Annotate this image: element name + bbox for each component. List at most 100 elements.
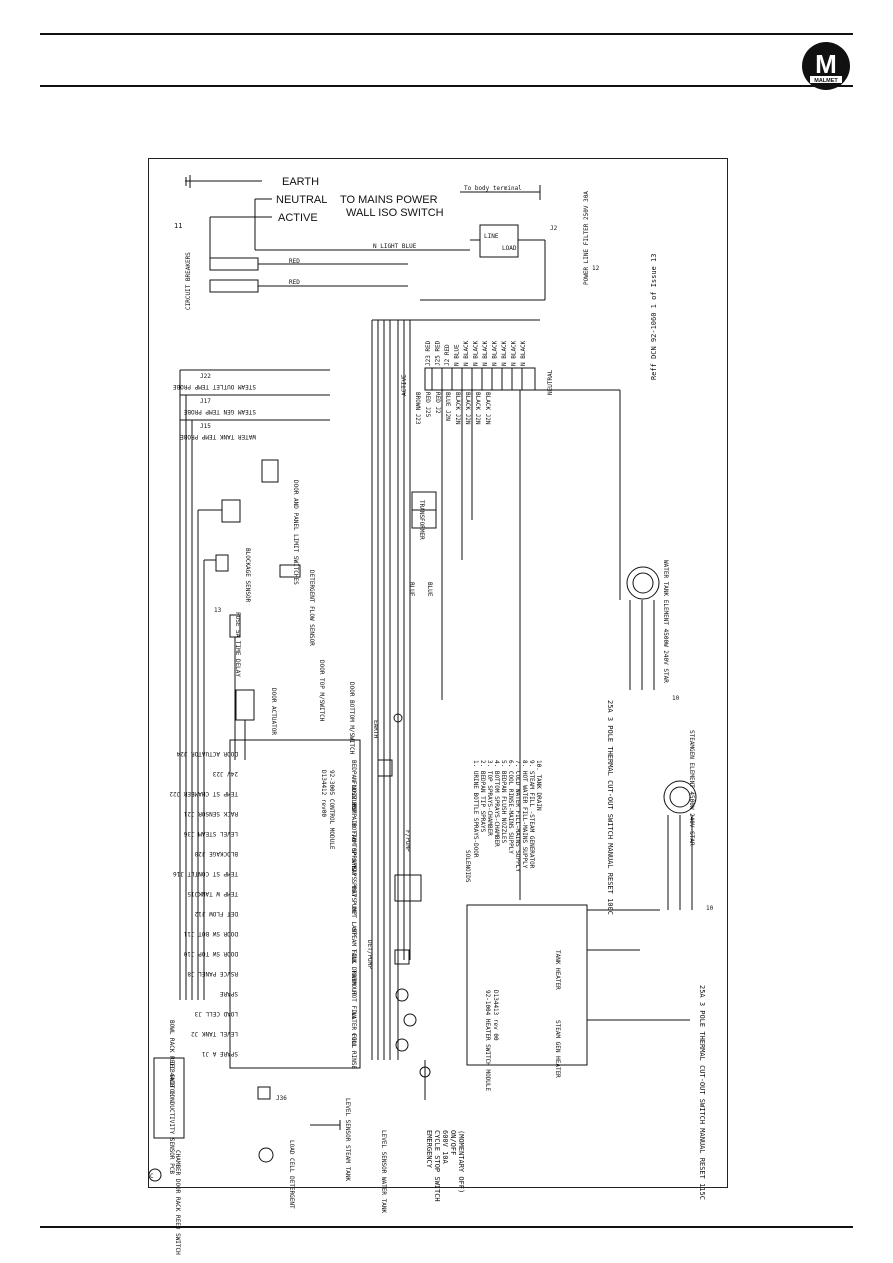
terminal-wire-label: N BLACK [501, 340, 508, 366]
mains-note-2: WALL ISO SWITCH [346, 207, 444, 219]
cutout-tank-label: 25A 3 POLE THERMAL CUT-OUT SWITCH MANUAL… [606, 700, 614, 915]
breaker-red-2: RED [289, 279, 300, 286]
terminal-wire-label: N BLACK [473, 340, 480, 366]
blue-wire-1: BLUE [408, 582, 415, 597]
breakers-label: CIRCUIT BREAKERS [185, 252, 192, 310]
probe-steam-gen: STEAM GEN TEMP PROBE [183, 408, 256, 415]
solenoid-item: 7. COLD WATER FILL-MAINS SUPPLY [514, 760, 521, 872]
header-bottom-rule [40, 85, 853, 87]
solenoid-item: 8. HOT WATER FILL-MAINS SUPPLY [521, 760, 528, 869]
probe-j17: J17 [200, 398, 211, 405]
module-terminal-label: DET FLOW J12 [194, 910, 238, 917]
probe-water-tank: WATER TANK TEMP PROBE [180, 433, 256, 440]
f-pump-label: F/PUMP [404, 830, 411, 852]
j36-label: J36 [276, 1095, 287, 1102]
level-water-label: LEVEL SENSOR WATER TANK [380, 1130, 387, 1213]
terminal-wire-label: N BLUE [454, 344, 461, 366]
load-cell-label: LOAD CELL DETERGENT [288, 1140, 295, 1209]
svg-text:ON/OFF: ON/OFF [449, 1130, 457, 1155]
module-terminal-label: SPARE A J1 [201, 1050, 238, 1057]
terminal-wire-label: J2 RED [444, 344, 451, 366]
malmet-logo: M MALMET [802, 42, 850, 90]
detergent-flow-label: DETERGENT FLOW SENSOR [308, 570, 315, 646]
terminal-wire-label: N BLACK [482, 340, 489, 366]
ref-13: 13 [214, 607, 222, 614]
module-terminal-label: LEVEL TANK J2 [191, 1030, 238, 1037]
terminal-wire-label: J23 RED [425, 340, 432, 366]
footer-rule [40, 1226, 853, 1228]
module-terminal-label: 24V J23 [212, 770, 238, 777]
filter-title: POWER LINE FILTER 250V 30A [583, 191, 590, 285]
module-terminal-label: TEMP ST CONTLT J16 [173, 870, 238, 877]
terminal-wire-label: N BLACK [492, 340, 499, 366]
det-pump-label: DET/PUMP [366, 940, 373, 969]
earth-label: EARTH [282, 176, 319, 188]
solenoid-item: 5. BEDPAN FLUSH NOZZLES [500, 760, 507, 843]
breaker-red-1: RED [289, 258, 300, 265]
level-steam-label: LEVEL SENSOR STEAM TANK [344, 1098, 351, 1181]
svg-text:EMERGENCY: EMERGENCY [425, 1130, 433, 1169]
module-output-label: TOP SPRAYS [350, 844, 357, 881]
module-output-label: STEAM FILL [350, 928, 357, 965]
module-output-label: DET LAMP [350, 907, 357, 936]
module-terminal-label: SPARE [220, 990, 238, 997]
solenoid-item: 4. BOTTOM SPRAYS-CHAMBER [493, 760, 500, 847]
module-output-label: COOL RINSE [350, 1033, 357, 1070]
terminal-wire-label: J25 RED [435, 340, 442, 366]
module-terminal-label: TEMP W TANKJ15 [187, 890, 238, 897]
to-body-label: To body terminal [464, 185, 522, 192]
transformer-label: TRANSFORMER [418, 500, 425, 540]
terminal-active: ACTIVE [401, 374, 408, 396]
solenoid-legend: SOLENOIDS 1. URINE BOTTLE SPRAYS-DOOR 2.… [464, 760, 542, 883]
terminal-wire-label: N BLACK [511, 340, 518, 366]
door-actuator-label: DOOR ACTUATOR [270, 688, 277, 735]
ref-11: 11 [174, 222, 182, 230]
n-light-blue-label: N LIGHT BLUE [373, 243, 417, 250]
fuse-label: FUSE 5A TIME DELAY [234, 612, 241, 677]
ref-10a: 10 [672, 695, 680, 702]
solenoid-item: 6. COOL RINSE-MAINS SUPPLY [507, 760, 514, 854]
module-output-label: HOT FILL [350, 991, 357, 1020]
chamber-door-switch-label: CHAMBER DOOR RACK REED SWITCH [174, 1150, 181, 1255]
terminal-left-wire-label: BLACK J2N [484, 392, 491, 425]
solenoid-item: 1. URINE BOTTLE SPRAYS-DOOR [472, 760, 479, 858]
module-output-label: BOTTOM SPRAYS [350, 823, 357, 870]
blockage-sensor-label: BLOCKAGE SENSOR [244, 548, 251, 603]
earth-pump-label: EARTH [372, 720, 379, 738]
module-output-label: TIP SPRAYS [350, 865, 357, 902]
module-output-label: TEMPOUT [350, 970, 357, 996]
bowl-rack-switch-label: BOWL RACK REED SWITCH [168, 1020, 175, 1096]
blue-wire-2: BLUE [426, 582, 433, 597]
terminal-left-wire-label: RED J2 [434, 392, 441, 414]
probe-j15: J15 [200, 423, 211, 430]
module-output-label: TANK DRAIN [350, 949, 357, 986]
solenoid-item: 2. BEDPAN TIP SPRAYS [479, 760, 486, 833]
active-label: ACTIVE [278, 212, 318, 224]
svg-text:(MOMENTARY OFF): (MOMENTARY OFF) [457, 1130, 465, 1193]
emergency-switch-label: EMERGENCY CYCLE STOP SWITCH 600V 10A ON/… [425, 1130, 465, 1202]
limit-switches-label: DOOR AND PANEL LIMIT SWITCHES [292, 480, 299, 585]
svg-text:600V 10A: 600V 10A [441, 1130, 449, 1165]
module-output-label: WATER FILL [350, 1012, 357, 1049]
probe-j22: J22 [200, 373, 211, 380]
cutout-steam-label: 25A 3 POLE THERMAL CUT-OUT SWITCH MANUAL… [698, 985, 706, 1200]
module-terminal-label: TEMP ST CHAMBER J22 [169, 790, 238, 797]
conductivity-sensor-label: D134418 CONDUCTIVITY SENSOR PCB [168, 1062, 175, 1174]
solenoid-item: 3. TOP SPRAYS-CHAMBER [486, 760, 493, 836]
ref-c: C [150, 1173, 154, 1180]
terminal-neutral: NEUTRAL [547, 369, 554, 395]
terminal-left-wire-label: BLACK J2N [454, 392, 461, 425]
svg-text:CYCLE STOP SWITCH: CYCLE STOP SWITCH [433, 1130, 441, 1202]
terminal-left-wire-label: RED J25 [424, 392, 431, 418]
reference-note: Reff DCN 92-1060 1 of Issue 13 [650, 254, 658, 380]
filter-load: LOAD [502, 245, 517, 252]
module-terminal-label: RSVCE PANEL J8 [187, 970, 238, 977]
header-top-rule [40, 33, 853, 35]
ref-10b: 10 [706, 905, 714, 912]
module-output-label: FLUSH PUMP [350, 781, 357, 818]
module-terminal-label: BLOCKAGE J20 [194, 850, 238, 857]
logo-letter: M [815, 49, 837, 79]
door-bottom-switch-label: DOOR BOTTOM M/SWITCH [348, 682, 355, 755]
steam-gen-heater-label: STEAM GEN HEATER [554, 1020, 561, 1078]
